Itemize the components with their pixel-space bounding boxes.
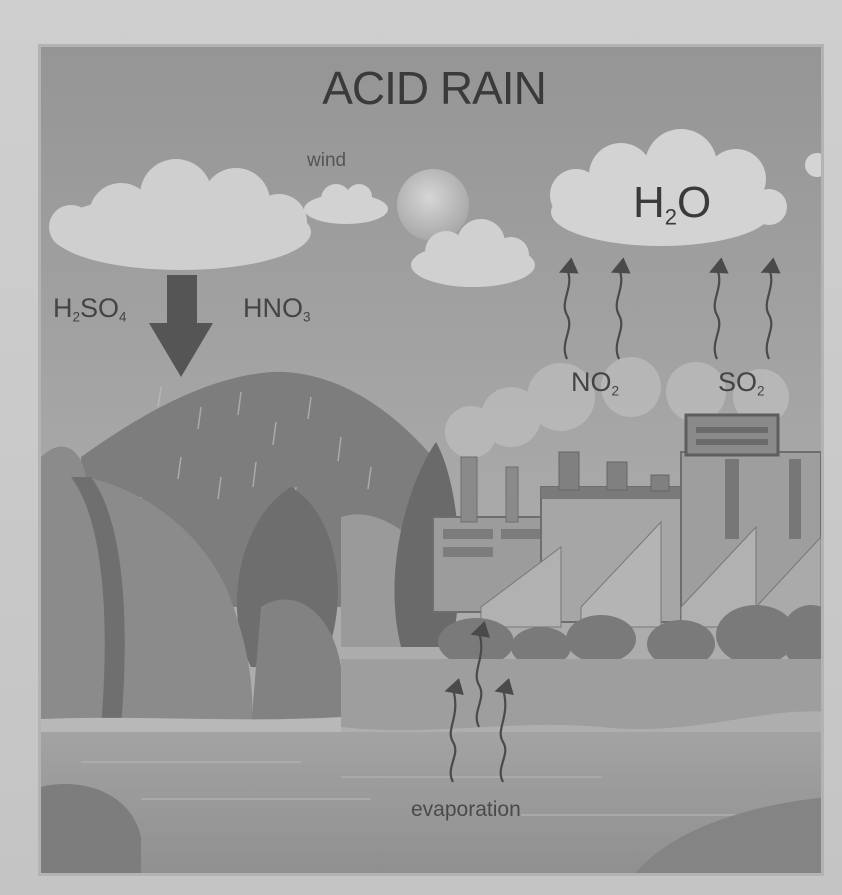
- wavy-up-arrow-icon: [558, 257, 781, 360]
- h2so4-label: H2SO4: [53, 293, 127, 325]
- cloud-icon: [805, 153, 821, 177]
- evaporation-label: evaporation: [411, 798, 521, 821]
- bushes: [438, 605, 821, 669]
- shore: [341, 659, 821, 731]
- cloud-icon: [49, 159, 311, 270]
- tree-icon: [251, 599, 341, 727]
- scene-svg: [41, 47, 821, 873]
- rock: [635, 797, 821, 873]
- cloud-icon: [550, 129, 787, 246]
- rock: [41, 784, 141, 873]
- h2o-label: H2O: [633, 178, 712, 230]
- so2-label: SO2: [718, 367, 765, 399]
- factory-smoke: [445, 357, 789, 458]
- diagram-title: ACID RAIN: [322, 62, 547, 114]
- hno3-label: HNO3: [243, 293, 311, 325]
- wind-label: wind: [307, 150, 347, 171]
- wavy-up-arrow-icon: [444, 620, 514, 783]
- no2-label: NO2: [571, 367, 620, 399]
- down-arrow-icon: [149, 275, 213, 377]
- sun-icon: [397, 169, 469, 241]
- cloud-icon: [304, 184, 388, 224]
- acid-rain-illustration: ACID RAIN wind H2O H2SO4 HNO3 NO2 SO2 ev…: [38, 44, 824, 876]
- cloud-icon: [411, 219, 535, 287]
